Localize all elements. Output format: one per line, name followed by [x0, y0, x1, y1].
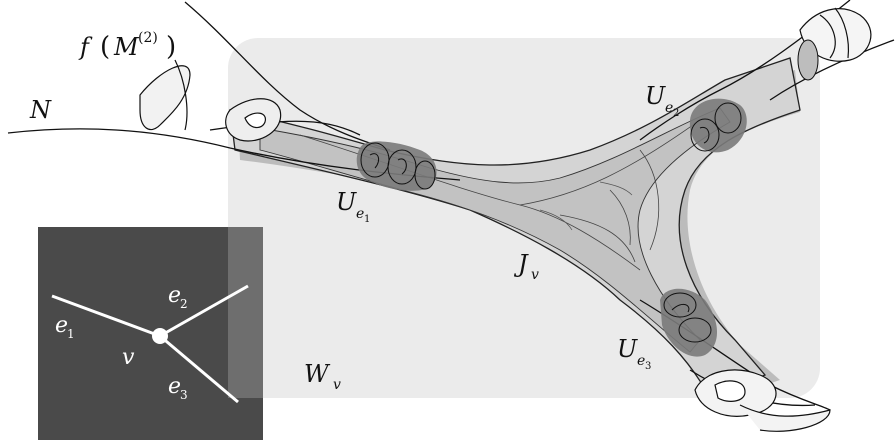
tube-ring-right — [798, 40, 818, 80]
svg-text:U: U — [617, 335, 638, 363]
svg-text:(2): (2) — [138, 30, 158, 46]
label-n: N — [29, 96, 52, 124]
svg-text:3: 3 — [180, 388, 188, 402]
inset-overlap-region — [228, 227, 263, 398]
svg-text:v: v — [531, 267, 539, 283]
svg-text:2: 2 — [673, 108, 679, 119]
svg-text:(: ( — [100, 32, 110, 62]
inset-label-v: v — [122, 345, 135, 370]
svg-text:M: M — [113, 33, 140, 61]
svg-text:3: 3 — [645, 361, 651, 372]
svg-text:): ) — [166, 32, 176, 62]
svg-text:W: W — [304, 360, 331, 388]
svg-text:v: v — [333, 377, 341, 393]
inset-graph: e 1 e 2 e 3 v — [38, 227, 263, 440]
vertex-v — [152, 328, 168, 344]
svg-text:1: 1 — [67, 327, 75, 341]
label-f-m2: f ( M (2) ) — [78, 30, 176, 62]
svg-text:2: 2 — [180, 297, 188, 311]
svg-text:f: f — [78, 33, 93, 61]
svg-text:U: U — [336, 188, 357, 216]
svg-text:U: U — [645, 82, 666, 110]
svg-text:1: 1 — [364, 214, 370, 225]
